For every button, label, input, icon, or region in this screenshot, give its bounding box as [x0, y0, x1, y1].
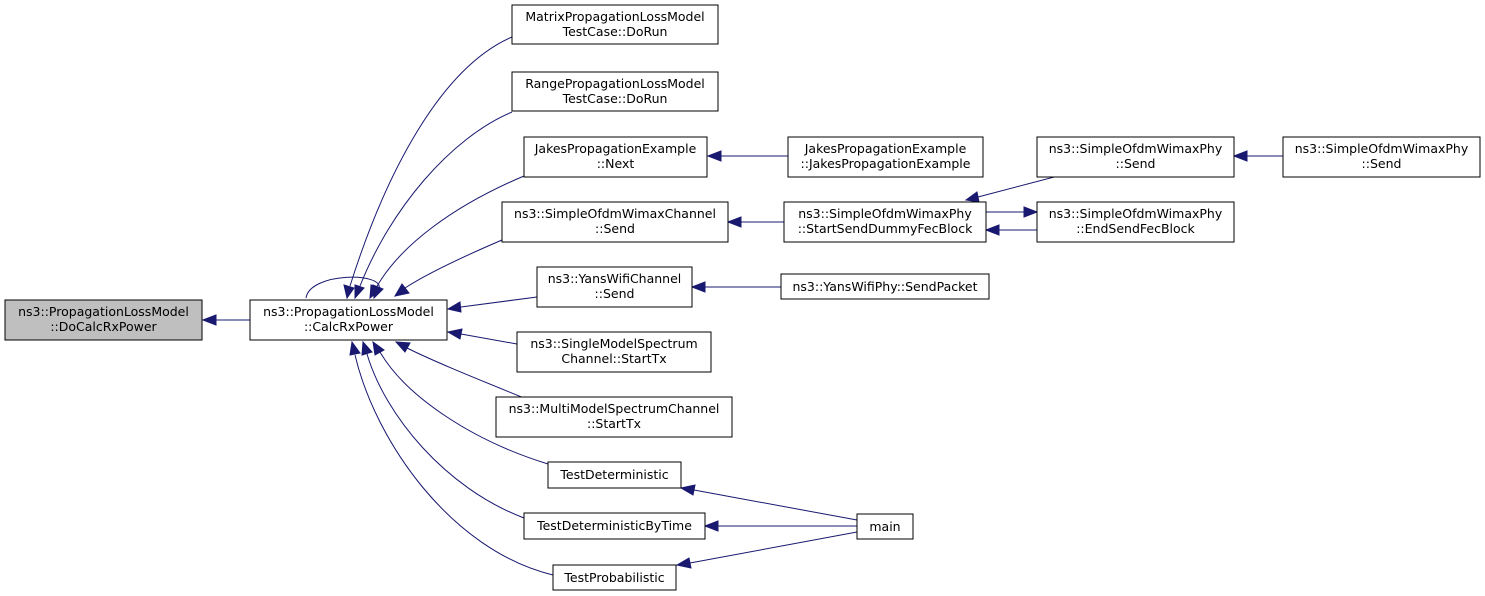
arrow-from-wimaxchannel: [393, 283, 410, 297]
arrow-to-endsend: [1023, 206, 1039, 218]
node-yans-send-packet[interactable]: ns3::YansWifiPhy::SendPacket: [780, 273, 990, 300]
node-wimax-start-send-dummy-fec-block[interactable]: ns3::SimpleOfdmWimaxPhy ::StartSendDummy…: [783, 201, 987, 243]
node-wimax-phy-send-2[interactable]: ns3::SimpleOfdmWimaxPhy ::Send: [1282, 136, 1481, 178]
node-test-deterministic[interactable]: TestDeterministic: [547, 461, 682, 489]
edge-testdet-to-calcrxpower: [379, 351, 549, 465]
edge-range-to-calcrxpower: [359, 111, 513, 287]
node-line-2: ::Send: [595, 221, 635, 236]
node-line-1: ns3::PropagationLossModel: [18, 304, 189, 319]
edge-testdetbytime-to-calcrxpower: [366, 353, 525, 519]
node-line-1: ns3::PropagationLossModel: [263, 304, 434, 319]
edge-matrix-to-calcrxpower: [349, 36, 513, 287]
node-line-2: ::EndSendFecBlock: [1076, 221, 1195, 236]
arrow-to-wimaxchannel: [726, 216, 742, 228]
arrow-to-physend: [1232, 150, 1248, 162]
edge-main-to-testprob: [689, 531, 858, 564]
node-multi-model-spectrum-starttx[interactable]: ns3::MultiModelSpectrumChannel ::StartTx: [495, 396, 733, 438]
node-line-1: ns3::SimpleOfdmWimaxChannel: [514, 206, 716, 221]
arrow-to-testdetbytime: [703, 520, 719, 532]
edge-jakesnext-to-calcrxpower: [375, 175, 525, 289]
node-line-1: ns3::YansWifiChannel: [548, 271, 682, 286]
arrow-to-jakesnext: [706, 150, 722, 162]
node-line-1: JakesPropagationExample: [534, 141, 697, 156]
node-jakes-constructor[interactable]: JakesPropagationExample ::JakesPropagati…: [787, 136, 984, 178]
arrow-docalcrxpower: [201, 314, 217, 326]
node-line-1: ns3::SimpleOfdmWimaxPhy: [798, 206, 972, 221]
node-line-1: ns3::SimpleOfdmWimaxPhy: [1295, 141, 1469, 156]
node-matrix-testcase-dorun[interactable]: MatrixPropagationLossModel TestCase::DoR…: [511, 4, 719, 45]
node-test-deterministic-by-time[interactable]: TestDeterministicByTime: [523, 512, 706, 540]
node-line-1: MatrixPropagationLossModel: [525, 9, 704, 24]
edge-yanschannel-to-calcrxpower: [460, 296, 538, 308]
arrow-from-testprob: [349, 340, 361, 356]
node-line-1: JakesPropagationExample: [804, 141, 967, 156]
node-wimax-phy-send[interactable]: ns3::SimpleOfdmWimaxPhy ::Send: [1036, 136, 1235, 178]
node-line-2: ::Send: [1116, 156, 1156, 171]
node-line-1: ns3::SimpleOfdmWimaxPhy: [1049, 141, 1223, 156]
edge-testprob-to-calcrxpower: [354, 354, 554, 576]
node-line-2: ::DoCalcRxPower: [50, 319, 157, 334]
node-line-2: ::StartTx: [587, 416, 641, 431]
node-test-probabilistic[interactable]: TestProbabilistic: [552, 564, 677, 591]
node-line-1: TestDeterministic: [559, 467, 668, 482]
node-line-2: TestCase::DoRun: [562, 91, 668, 106]
arrow-from-singlemodel: [446, 328, 463, 340]
edge-calcrxpower-self-loop: [305, 276, 380, 299]
arrow-from-jakesnext: [369, 284, 381, 300]
node-line-2: ::Send: [595, 286, 635, 301]
node-main[interactable]: main: [856, 513, 914, 540]
node-line-2: TestCase::DoRun: [562, 24, 668, 39]
edge-wimaxchannel-to-calcrxpower: [404, 239, 503, 289]
edge-singlemodel-to-calcrxpower: [460, 333, 518, 345]
arrow-from-testdetbytime: [361, 340, 373, 356]
arrow-from-matrix: [343, 284, 355, 300]
node-line-2: ::CalcRxPower: [304, 319, 394, 334]
arrow-from-range: [354, 284, 365, 300]
arrow-to-testdet: [679, 484, 696, 496]
arrow-from-testdet: [372, 340, 385, 356]
node-yans-channel-send[interactable]: ns3::YansWifiChannel ::Send: [536, 266, 693, 308]
edge-physend-to-startdummy: [977, 175, 1059, 198]
node-range-testcase-dorun[interactable]: RangePropagationLossModel TestCase::DoRu…: [511, 71, 719, 112]
arrow-to-testprob: [675, 557, 692, 569]
node-line-1: ns3::YansWifiPhy::SendPacket: [793, 279, 978, 294]
node-do-calc-rx-power[interactable]: ns3::PropagationLossModel ::DoCalcRxPowe…: [4, 299, 203, 341]
node-line-1: ns3::MultiModelSpectrumChannel: [509, 401, 720, 416]
node-line-1: RangePropagationLossModel: [525, 76, 705, 91]
node-line-1: main: [869, 519, 900, 534]
call-graph-edges: [201, 36, 1283, 576]
node-line-1: TestProbabilistic: [563, 570, 664, 585]
node-line-2: ::Send: [1362, 156, 1402, 171]
node-line-1: ns3::SimpleOfdmWimaxPhy: [1049, 206, 1223, 221]
node-line-2: Channel::StartTx: [561, 351, 666, 366]
edge-multimodel-to-calcrxpower: [406, 347, 525, 399]
node-line-2: ::JakesPropagationExample: [801, 156, 971, 171]
node-line-1: ns3::SingleModelSpectrum: [530, 336, 697, 351]
node-line-2: ::StartSendDummyFecBlock: [798, 221, 973, 236]
node-line-2: ::Next: [597, 156, 635, 171]
arrow-from-multimodel: [394, 341, 411, 353]
node-calc-rx-power[interactable]: ns3::PropagationLossModel ::CalcRxPower: [249, 299, 448, 341]
arrow-to-startdummy-from-endsend: [984, 224, 1000, 236]
arrow-from-yanschannel: [446, 301, 462, 313]
node-single-model-spectrum-starttx[interactable]: ns3::SingleModelSpectrum Channel::StartT…: [516, 331, 712, 373]
node-jakes-next[interactable]: JakesPropagationExample ::Next: [523, 136, 708, 178]
arrow-to-yanschannel: [690, 281, 706, 293]
arrow-to-startdummy-from-send: [964, 191, 980, 203]
node-wimax-end-send-fec-block[interactable]: ns3::SimpleOfdmWimaxPhy ::EndSendFecBloc…: [1036, 201, 1235, 243]
edge-main-to-testdet: [693, 489, 858, 521]
node-wimax-channel-send[interactable]: ns3::SimpleOfdmWimaxChannel ::Send: [501, 201, 729, 243]
node-line-1: TestDeterministicByTime: [536, 518, 692, 533]
